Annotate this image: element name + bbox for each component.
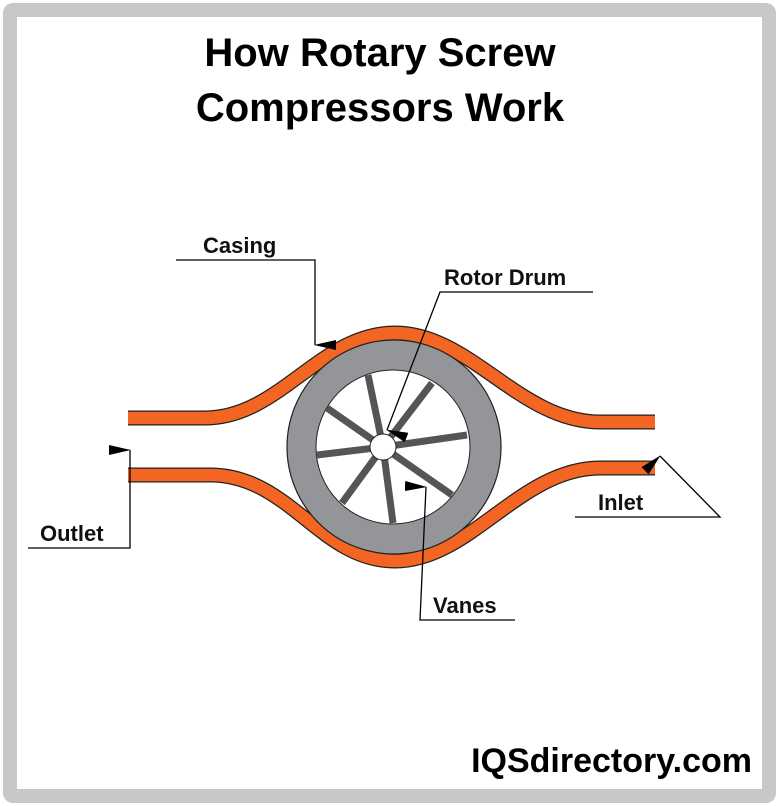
label-casing: Casing — [203, 233, 276, 258]
casing — [128, 325, 655, 569]
logo-text: IQSdirectory.com — [471, 742, 752, 780]
label-outlet: Outlet — [40, 521, 104, 546]
label-rotor-drum: Rotor Drum — [444, 265, 566, 290]
title-line-1: How Rotary Screw — [204, 31, 556, 75]
hub — [369, 433, 397, 461]
label-inlet: Inlet — [598, 490, 644, 515]
callout-lines — [28, 259, 722, 621]
title-line-2: Compressors Work — [196, 86, 565, 130]
label-vanes: Vanes — [433, 593, 497, 618]
